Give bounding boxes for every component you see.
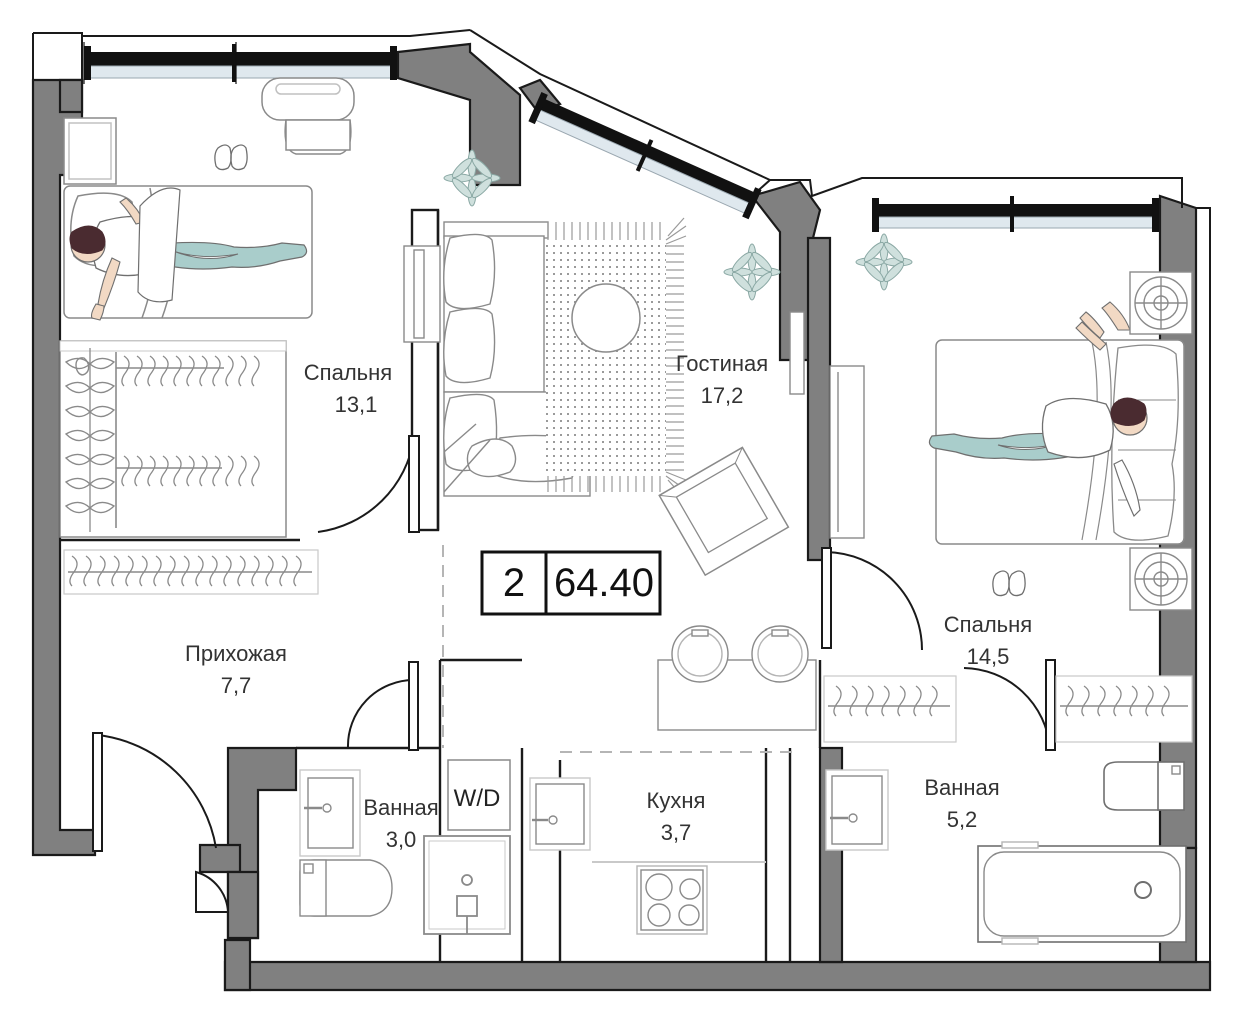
nightstand-lamp-bottom-right — [1129, 547, 1193, 611]
outer-envelope-outline — [32, 29, 1211, 990]
person-sleeping-right — [928, 301, 1148, 518]
nightstand-lamp-top-right — [1129, 271, 1193, 335]
room-area-living-room: 17,2 — [701, 383, 744, 408]
wardrobe-right-bedroom-left — [823, 675, 957, 743]
plant-icon-right — [855, 233, 913, 291]
washer-dryer-label: W/D — [454, 785, 501, 812]
room-label-bedroom-right: Спальня — [944, 612, 1032, 637]
room-area-kitchen: 3,7 — [661, 820, 692, 845]
door-entry — [92, 732, 230, 913]
kitchen-fixtures — [592, 625, 817, 935]
room-label-bedroom-left: Спальня — [304, 360, 392, 385]
window-top-right — [872, 196, 1159, 232]
plant-icon-center — [723, 243, 781, 301]
tv-panel-living-right — [789, 311, 805, 395]
living-room-furniture — [403, 221, 591, 497]
room-area-bathroom-right: 5,2 — [947, 807, 978, 832]
bathroom-right-fixtures — [825, 761, 1187, 945]
rug-living-room — [546, 217, 687, 499]
room-label-hallway: Прихожая — [185, 641, 287, 666]
room-labels: Спальня 13,1 Гостиная 17,2 Спальня 14,5 … — [185, 351, 1032, 852]
slippers-right — [992, 570, 1026, 597]
wardrobe-hangers-hallway — [69, 555, 302, 587]
slippers-left — [214, 144, 248, 171]
bathroom-left-fixtures — [299, 769, 393, 917]
door-bedroom-right — [821, 547, 923, 651]
room-label-bathroom-right: Ванная — [924, 775, 999, 800]
wardrobe-hallway — [63, 549, 319, 595]
door-bathroom-right — [963, 659, 1056, 751]
wardrobe-hangers-right-a — [833, 685, 938, 717]
window-top-center-sloped — [528, 92, 762, 220]
door-bathroom-left — [346, 661, 419, 751]
window-top-left — [83, 42, 397, 84]
room-area-bedroom-right: 14,5 — [967, 644, 1010, 669]
door-bedroom-left — [317, 435, 420, 533]
cabinet-living-right — [829, 365, 865, 539]
zone-dashed-lines — [442, 545, 800, 753]
room-label-bathroom-left: Ванная — [363, 795, 438, 820]
wardrobe-left-bedroom — [59, 340, 287, 538]
badge-room-count: 2 — [503, 561, 525, 605]
room-area-hallway: 7,7 — [221, 673, 252, 698]
person-sleeping-left — [69, 187, 308, 321]
plant-icon-left — [443, 149, 501, 207]
room-label-kitchen: Кухня — [647, 788, 706, 813]
shower-tray-left — [423, 835, 511, 935]
area-badge: 2 64.40 — [480, 550, 662, 616]
room-label-living-room: Гостиная — [676, 351, 768, 376]
room-area-bedroom-left: 13,1 — [335, 392, 378, 417]
washer-dryer-unit — [447, 759, 511, 831]
room-area-bathroom-left: 3,0 — [386, 827, 417, 852]
badge-area-value: 64.40 — [554, 561, 654, 605]
armchair-living-room — [658, 446, 790, 577]
sink-cabinet-left — [529, 777, 591, 851]
wardrobe-hangers-left — [64, 348, 260, 532]
wardrobe-right-bedroom-right — [1055, 675, 1193, 743]
wardrobe-hangers-right-b — [1065, 685, 1170, 717]
